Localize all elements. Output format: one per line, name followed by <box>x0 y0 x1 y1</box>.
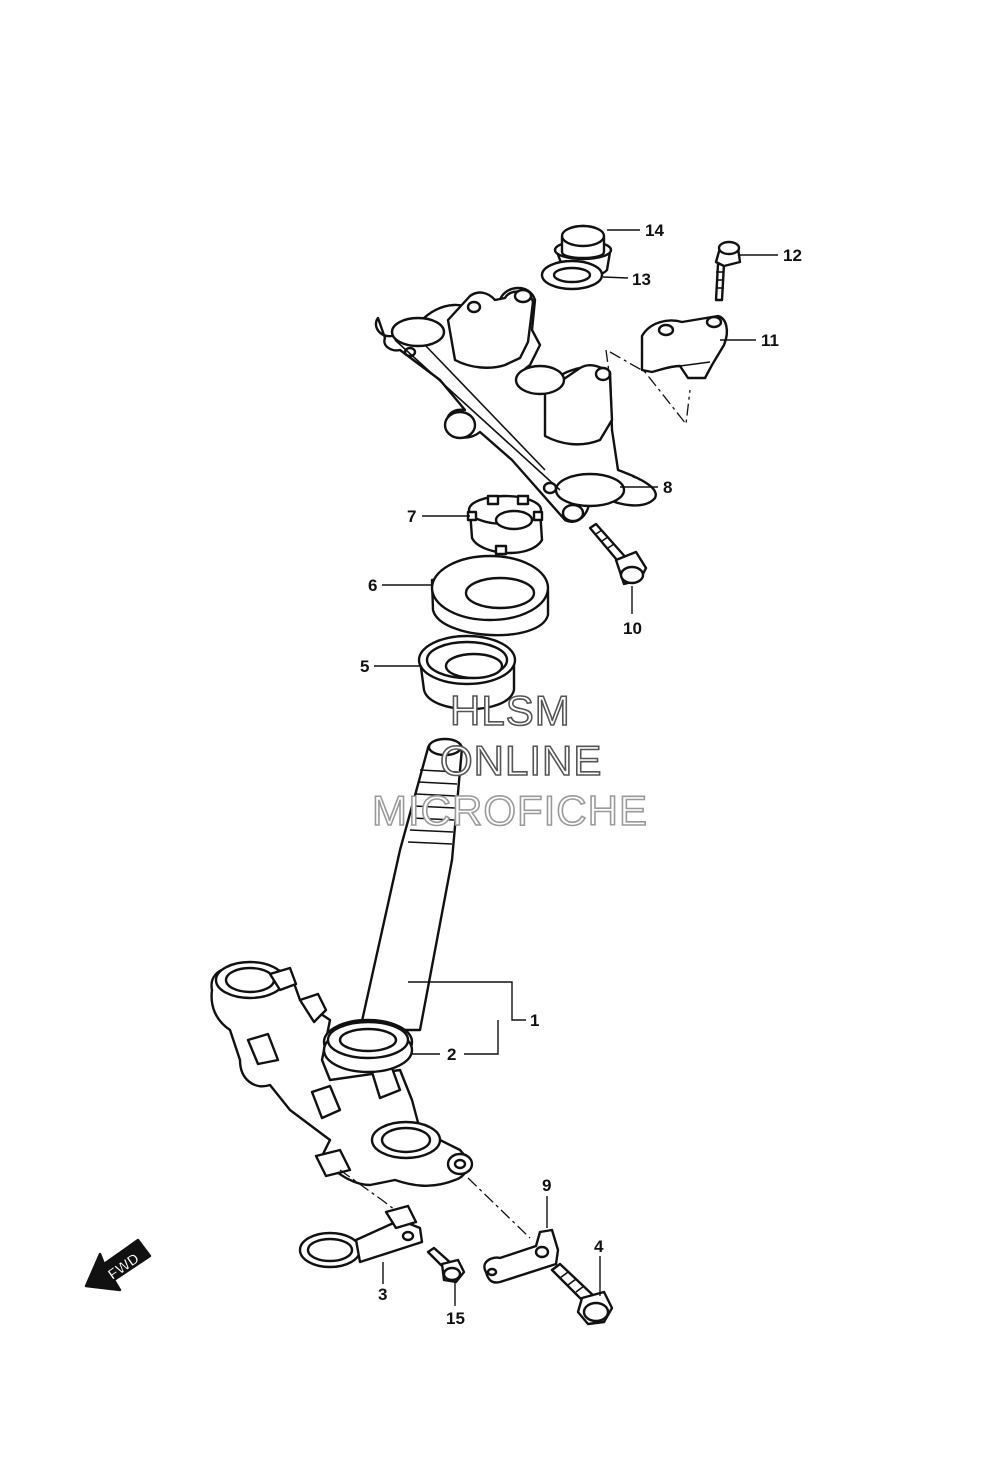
callout-3: 3 <box>378 1285 387 1304</box>
callout-1: 1 <box>530 1011 539 1030</box>
callout-8: 8 <box>663 478 672 497</box>
bolt-15 <box>426 1246 466 1284</box>
washer-13 <box>540 259 604 291</box>
lock-nut-7 <box>466 494 544 556</box>
watermark: HLSM ONLINE MICROFICHE <box>371 686 648 835</box>
callout-6: 6 <box>368 576 377 595</box>
hose-guide-3 <box>298 1204 424 1269</box>
dust-seal-6 <box>430 554 550 637</box>
callout-10: 10 <box>623 619 642 638</box>
assembly-lines <box>339 349 691 1239</box>
callout-5: 5 <box>360 657 369 676</box>
fwd-direction-indicator: FWD <box>84 1238 152 1292</box>
bracket-9 <box>483 1228 560 1284</box>
watermark-line-2: ONLINE <box>440 737 602 784</box>
callout-14: 14 <box>645 221 664 240</box>
handlebar-clamp <box>640 314 729 380</box>
callout-4: 4 <box>594 1237 604 1256</box>
bearing-5 <box>417 634 517 711</box>
callout-9: 9 <box>542 1176 551 1195</box>
seal-2 <box>322 1020 414 1074</box>
leader-lines <box>374 229 778 1306</box>
watermark-line-3: MICROFICHE <box>372 787 648 834</box>
callout-13: 13 <box>632 270 651 289</box>
callout-12: 12 <box>783 246 802 265</box>
callout-15: 15 <box>446 1309 465 1328</box>
upper-bracket <box>374 286 657 523</box>
bolt-10 <box>588 522 648 586</box>
callout-2: 2 <box>447 1045 456 1064</box>
callout-11: 11 <box>761 331 779 350</box>
callout-labels: 1 2 3 4 5 6 7 8 9 10 11 12 13 14 15 <box>360 221 802 1328</box>
lower-bracket <box>210 960 474 1187</box>
callout-7: 7 <box>407 507 416 526</box>
watermark-line-1: HLSM <box>450 687 571 734</box>
bolt-12 <box>714 240 742 302</box>
bolt-4 <box>550 1262 614 1326</box>
